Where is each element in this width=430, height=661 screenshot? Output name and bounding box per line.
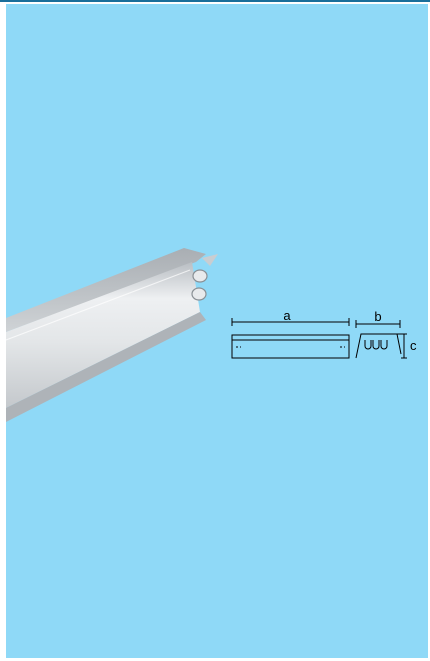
side-view: [231, 318, 350, 359]
profile-end-loop-lower: [191, 287, 207, 301]
profile-top-lip: [6, 248, 206, 332]
end-view: [355, 320, 407, 359]
profile-end-loop-upper: [192, 269, 208, 283]
profile-highlight: [6, 269, 191, 341]
profile-end-tip: [202, 254, 218, 266]
dimension-label-b: b: [374, 309, 381, 324]
dimension-label-a: a: [283, 308, 291, 323]
profile-strip-photo: [6, 248, 218, 422]
profile-main-face: [6, 262, 200, 408]
profile-lower-flange: [6, 312, 206, 422]
top-rule: [0, 0, 430, 2]
dimension-label-c: c: [410, 338, 417, 353]
profile-dimension-schematic: a b c: [231, 308, 417, 359]
